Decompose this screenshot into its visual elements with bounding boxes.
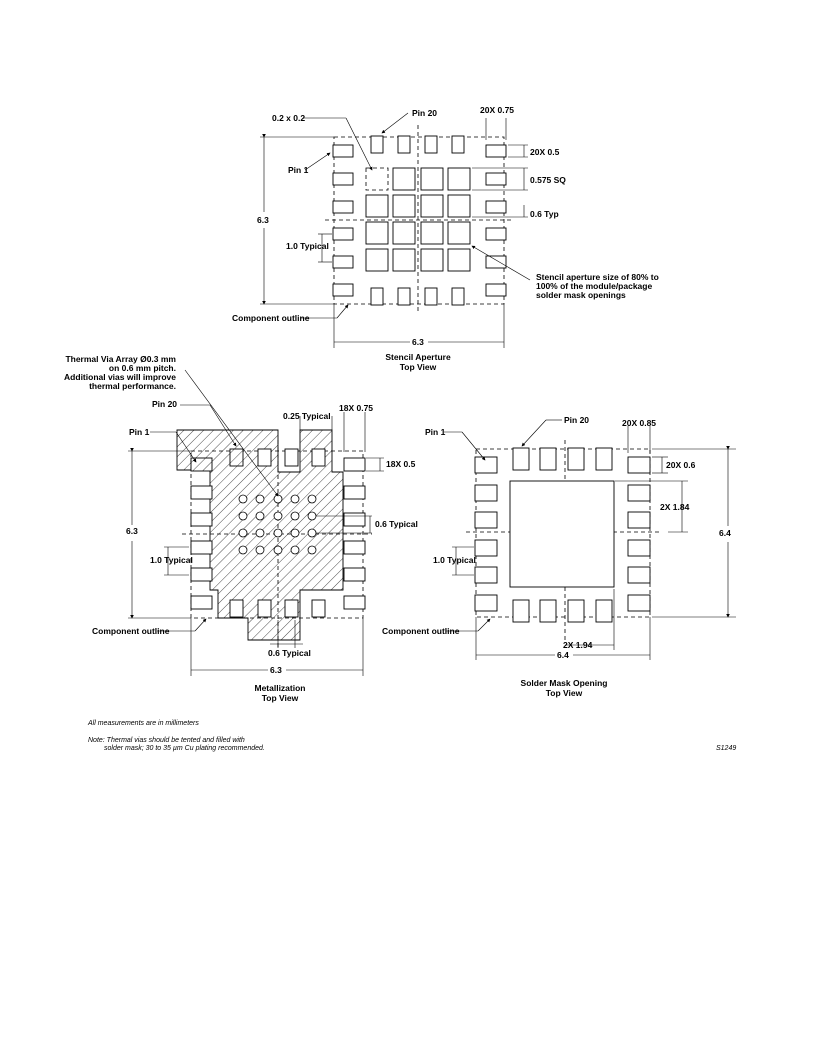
stencil-dimension-vertical: 6.3	[257, 215, 269, 225]
metallization-via-note-line3: Additional vias will improve	[64, 372, 176, 382]
stencil-label-0.575sq: 0.575 SQ	[530, 175, 566, 185]
solder-mask-title: Solder Mask Opening	[521, 678, 608, 688]
solder-mask-label-2x1.84: 2X 1.84	[660, 502, 690, 512]
solder-mask-subtitle: Top View	[546, 688, 583, 698]
metallization-label-0.6-typical: 0.6 Typical	[375, 519, 418, 529]
metallization-label-component-outline: Component outline	[92, 626, 170, 636]
solder-mask-label-2x1.94: 2X 1.94	[563, 640, 593, 650]
metallization-via-note-line1: Thermal Via Array Ø0.3 mm	[65, 354, 176, 364]
solder-mask-label-pin1: Pin 1	[425, 427, 446, 437]
stencil-title: Stencil Aperture	[385, 352, 451, 362]
metallization-label-pin1: Pin 1	[129, 427, 150, 437]
stencil-note-line3: solder mask openings	[536, 290, 626, 300]
solder-mask-dimension-vertical: 6.4	[719, 528, 731, 538]
metallization-component-outline	[190, 450, 364, 619]
stencil-label-component-outline: Component outline	[232, 313, 310, 323]
note-thermal-vias-line1: Note: Thermal vias should be tented and …	[88, 737, 245, 744]
solder-mask-dimension-horizontal: 6.4	[557, 650, 569, 660]
stencil-label-20x0.75: 20X 0.75	[480, 105, 514, 115]
figure-id: S1249	[716, 745, 736, 752]
metallization-dimension-vertical: 6.3	[126, 526, 138, 536]
stencil-label-pin1: Pin 1	[288, 165, 309, 175]
stencil-label-pin20: Pin 20	[412, 108, 437, 118]
solder-mask-label-20x0.85: 20X 0.85	[622, 418, 656, 428]
solder-mask-component-outline	[475, 448, 651, 618]
metallization-label-1.0-typical: 1.0 Typical	[150, 555, 193, 565]
metallization-title: Metallization	[254, 683, 305, 693]
stencil-note-line1: Stencil aperture size of 80% to	[536, 272, 659, 282]
note-measurements: All measurements are in millimeters	[87, 720, 199, 727]
stencil-note-line2: 100% of the module/package	[536, 281, 652, 291]
stencil-label-0.2x0.2: 0.2 x 0.2	[272, 113, 305, 123]
stencil-component-outline	[333, 136, 505, 305]
solder-mask-label-1.0-typical: 1.0 Typical	[433, 555, 476, 565]
note-thermal-vias-line2: solder mask; 30 to 35 µm Cu plating reco…	[104, 745, 265, 752]
metallization-label-pin20: Pin 20	[152, 399, 177, 409]
metallization-via-note-line4: thermal performance.	[89, 381, 176, 391]
solder-mask-view: Pin 20 Pin 1 20X 0.85 20X 0.6 2X 1.84 6.…	[382, 415, 736, 698]
metallization-subtitle: Top View	[262, 693, 299, 703]
solder-mask-label-component-outline: Component outline	[382, 626, 460, 636]
metallization-label-18x0.5: 18X 0.5	[386, 459, 416, 469]
stencil-view: 0.2 x 0.2 Pin 20 Pin 1 20X 0.75 20X 0.5 …	[232, 105, 659, 372]
solder-mask-label-pin20: Pin 20	[564, 415, 589, 425]
metallization-view: Thermal Via Array Ø0.3 mm on 0.6 mm pitc…	[64, 354, 418, 703]
thermal-via-array	[238, 494, 317, 555]
stencil-label-0.6typ: 0.6 Typ	[530, 209, 559, 219]
stencil-label-1.0-typical: 1.0 Typical	[286, 241, 329, 251]
metallization-via-note-line2: on 0.6 mm pitch.	[109, 363, 176, 373]
solder-mask-center-pad	[509, 480, 615, 588]
stencil-label-20x0.5: 20X 0.5	[530, 147, 560, 157]
metallization-label-0.25-typical: 0.25 Typical	[283, 411, 331, 421]
drawing-notes: All measurements are in millimeters Note…	[87, 720, 736, 752]
metallization-label-18x0.75: 18X 0.75	[339, 403, 373, 413]
stencil-dimension-horizontal: 6.3	[412, 337, 424, 347]
metallization-label-0.6-typical-bottom: 0.6 Typical	[268, 648, 311, 658]
stencil-subtitle: Top View	[400, 362, 437, 372]
metallization-dimension-horizontal: 6.3	[270, 665, 282, 675]
solder-mask-label-20x0.6: 20X 0.6	[666, 460, 696, 470]
